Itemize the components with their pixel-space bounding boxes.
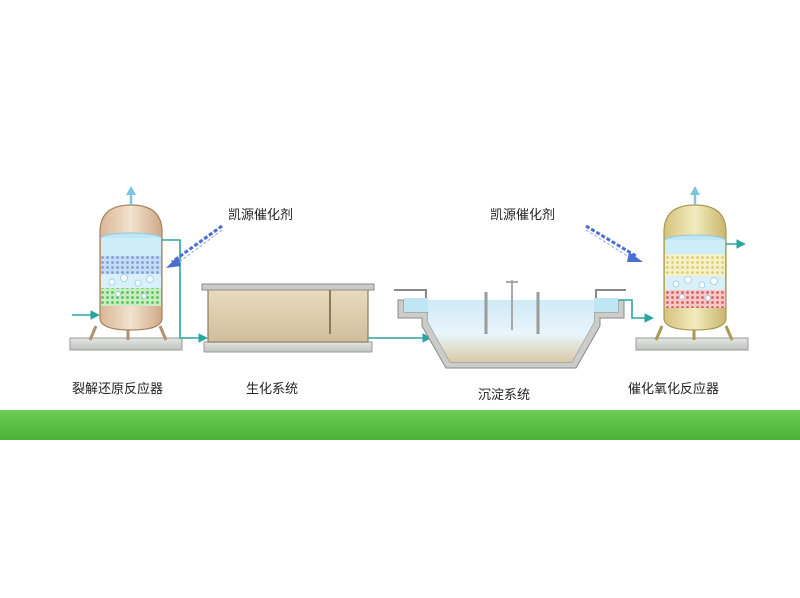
settling-tank-overflow-right [594, 298, 618, 312]
green-band [0, 410, 800, 440]
reactor1-bed-green [101, 288, 161, 306]
bio-label: 生化系统 [246, 382, 299, 397]
reactor1-water [101, 238, 161, 256]
catalyst-right-arrow [585, 224, 643, 262]
reactor1-base [69, 337, 183, 351]
reactor2-bed-yellow [665, 254, 725, 276]
reactor2-label: 催化氧化反应器 [628, 382, 720, 397]
settling-tank [394, 280, 654, 369]
reactor2 [635, 186, 749, 351]
catalyst-label-right: 凯源催化剂 [490, 208, 556, 223]
bio-tank [201, 283, 432, 353]
bio-tank-body [207, 287, 369, 343]
reactor1 [69, 186, 208, 351]
bio-tank-rim [201, 283, 375, 291]
catalyst-label-left: 凯源催化剂 [228, 208, 294, 223]
catalyst-left-arrow [166, 224, 223, 268]
reactor1-bubble-zone [101, 274, 161, 288]
reactor1-label: 裂解还原反应器 [72, 382, 164, 397]
settling-tank-overflow-left [404, 298, 428, 312]
reactor2-base [635, 337, 749, 351]
reactor1-bubbles [108, 274, 154, 299]
reactor2-bubble-zone [665, 276, 725, 290]
bio-tank-base [203, 341, 373, 353]
settle-label: 沉淀系统 [478, 388, 531, 403]
reactor2-bubbles [672, 276, 718, 301]
reactor1-bed-blue [101, 256, 161, 274]
reactor1-outlet-pipe [162, 239, 208, 343]
reactor2-bed-red [665, 290, 725, 308]
reactor2-water [665, 240, 725, 254]
settling-tank-water [428, 300, 594, 362]
